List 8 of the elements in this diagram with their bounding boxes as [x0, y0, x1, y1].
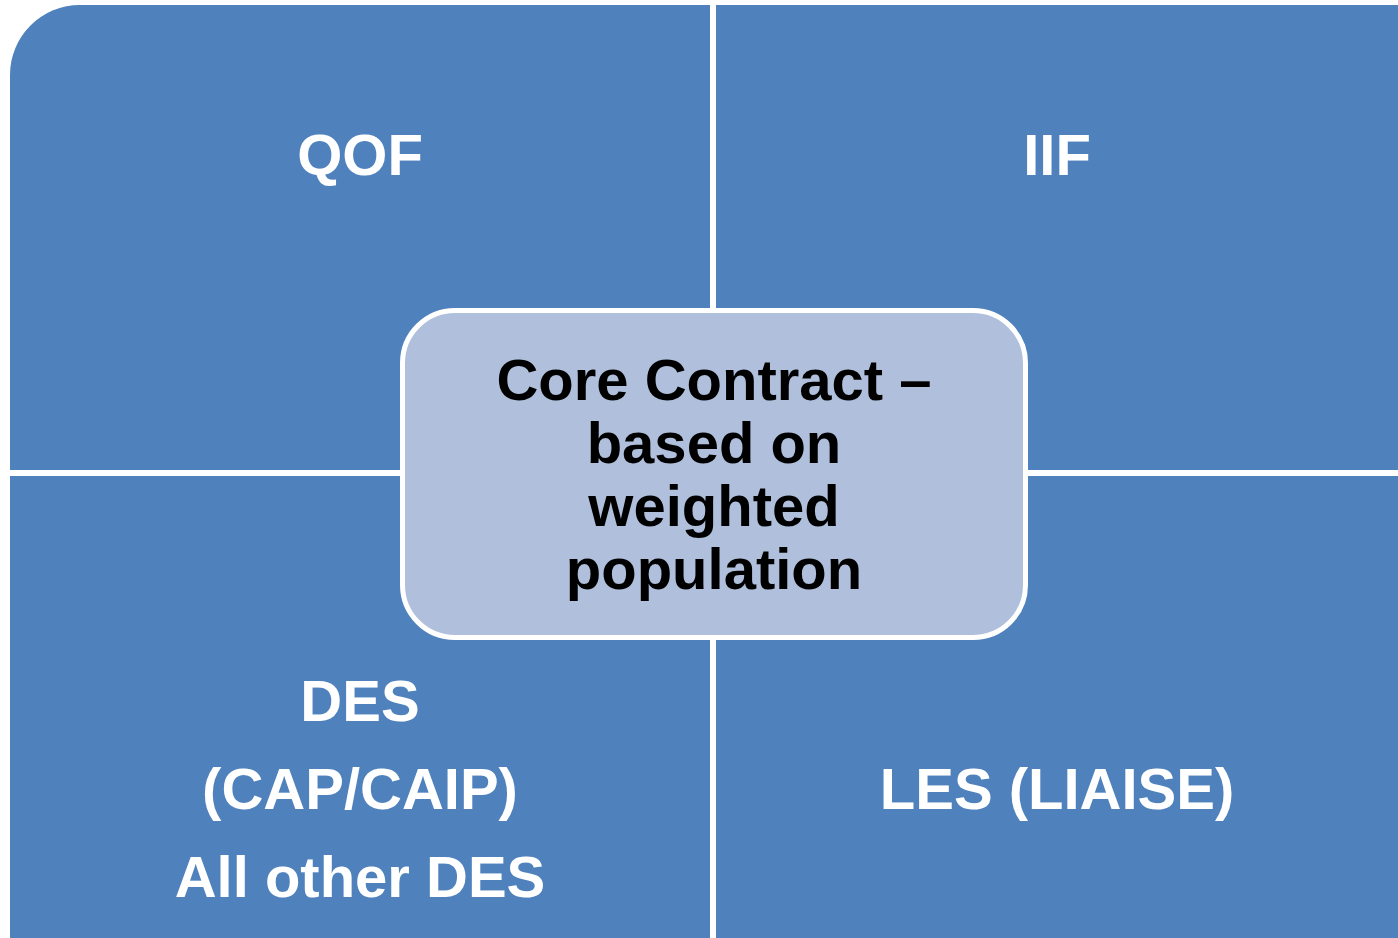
- center-label: Core Contract – based on weighted population: [495, 348, 933, 600]
- quadrant-label: (CAP/CAIP): [202, 755, 518, 823]
- center-box: [400, 308, 1028, 640]
- quadrant-label: QOF: [297, 121, 423, 189]
- quadrant-label: All other DES: [174, 843, 546, 911]
- quadrant-label: IIF: [1023, 121, 1091, 189]
- quadrant-label: DES: [300, 667, 420, 735]
- quadrant-label: LES (LIAISE): [879, 755, 1235, 823]
